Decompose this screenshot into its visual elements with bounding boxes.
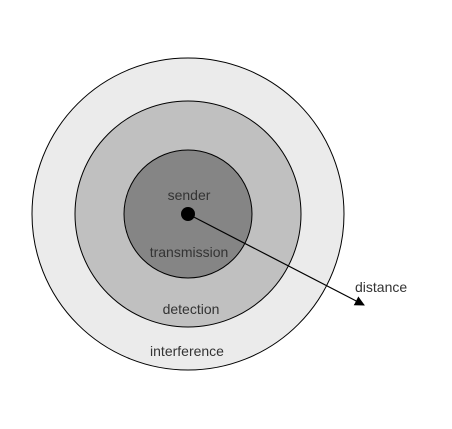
detection-label: detection [163,301,220,317]
interference-label: interference [150,343,224,359]
distance-arrow [187,213,365,306]
distance-label: distance [355,279,407,295]
transmission-label: transmission [150,244,229,260]
sender-label: sender [168,187,211,203]
sender-dot [181,207,195,221]
